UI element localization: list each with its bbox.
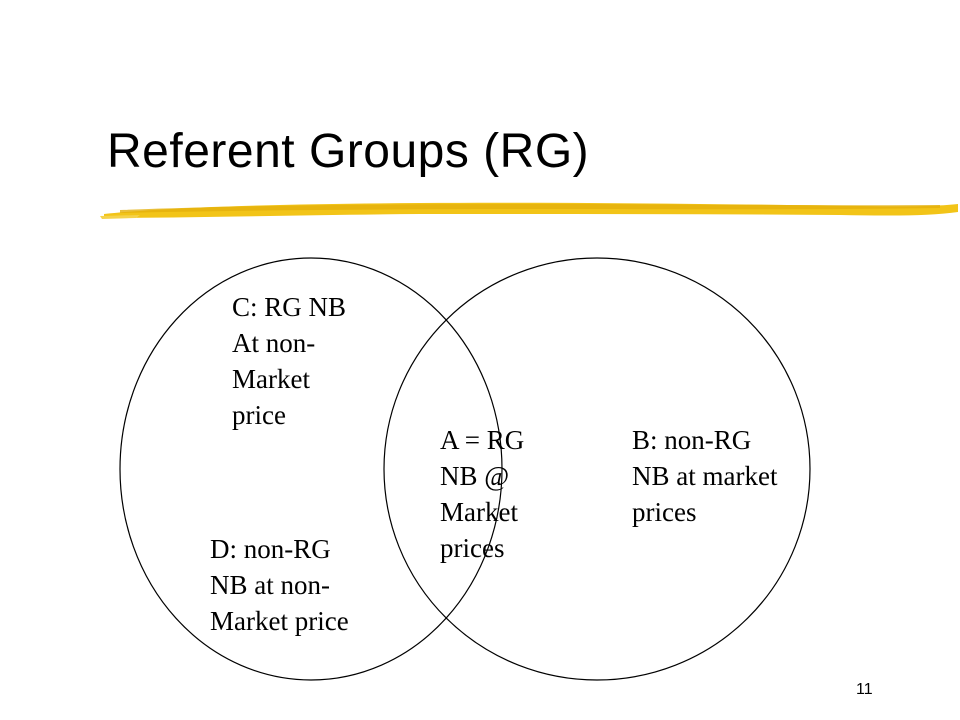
- page-number: 11: [856, 681, 873, 698]
- region-b-label: B: non-RG NB at market prices: [632, 425, 778, 527]
- left-circle: [119, 257, 503, 681]
- region-d-label: D: non-RG NB at non- Market price: [210, 534, 349, 636]
- region-a-label: A = RG NB @ Market prices: [440, 425, 525, 563]
- region-c-label: C: RG NB At non- Market price: [232, 292, 347, 430]
- slide-title: Referent Groups (RG): [107, 125, 590, 178]
- right-circle: [383, 257, 811, 681]
- title-underline-brushstroke: [100, 202, 958, 219]
